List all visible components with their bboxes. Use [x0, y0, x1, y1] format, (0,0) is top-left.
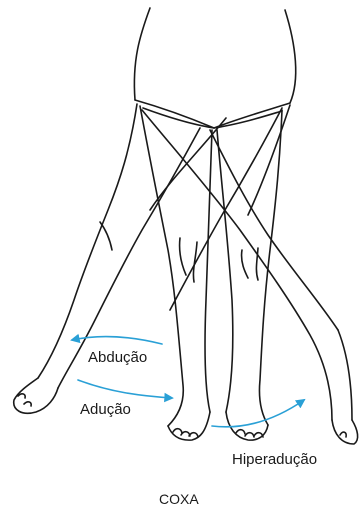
adduction-label: Adução — [80, 402, 131, 417]
adducted-right-leg — [170, 108, 282, 310]
torso-outline-right — [285, 10, 296, 103]
adduction-arrow — [78, 380, 172, 398]
hyperadduction-label: Hiperadução — [232, 452, 317, 467]
figure-caption: COXA — [159, 492, 199, 506]
abduction-arrow — [72, 337, 162, 344]
center-right-leg — [217, 130, 233, 412]
center-left-leg — [140, 106, 183, 426]
abduction-label: Abdução — [88, 350, 147, 365]
torso-outline — [134, 8, 150, 100]
